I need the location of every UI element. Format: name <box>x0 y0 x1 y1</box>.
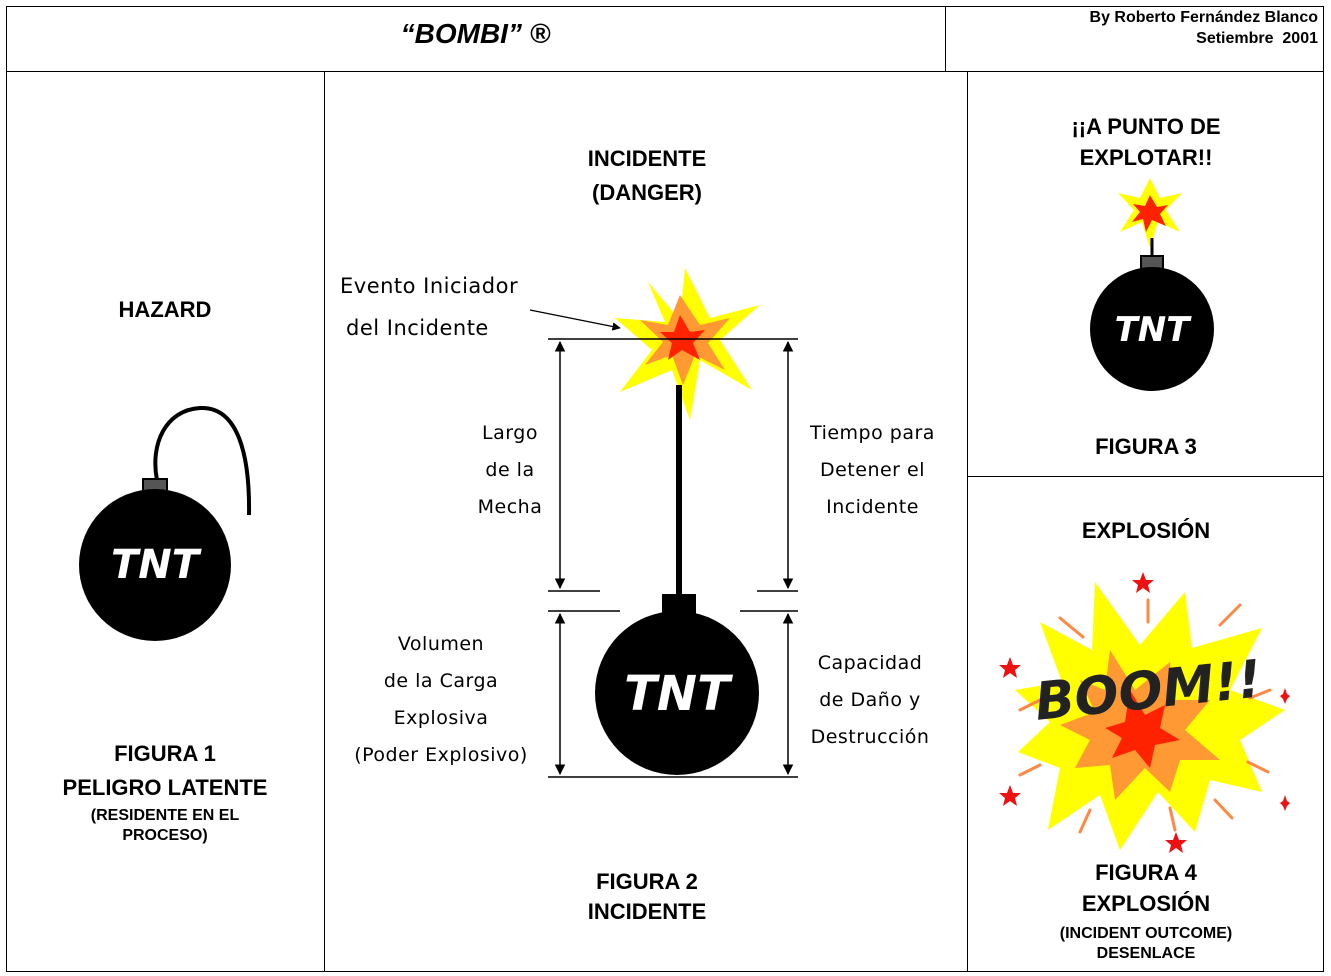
author-line: By Roberto Fernández Blanco <box>1089 9 1318 26</box>
fig1-heading: HAZARD <box>118 297 212 322</box>
charge-label-4: (Poder Explosivo) <box>354 744 528 766</box>
poster-title: “BOMBI” ® <box>400 18 551 49</box>
poster-frame <box>6 6 1324 972</box>
fuse-label-1: Largo <box>482 422 538 444</box>
bomb-label-fig1: TNT <box>111 542 202 588</box>
fig4-caption-title: FIGURA 4 <box>1095 860 1197 885</box>
right-column-divider <box>967 476 1324 477</box>
fig1-caption-note-2: PROCESO) <box>122 827 208 844</box>
header-column-divider <box>945 6 946 72</box>
charge-label-2: de la Carga <box>383 670 499 692</box>
fuse-label-2: de la <box>485 459 535 481</box>
date-line: Setiembre 2001 <box>1196 30 1318 47</box>
damage-label-1: Capacidad <box>817 652 923 674</box>
spark-icon <box>999 572 1290 853</box>
bomb-icon: TNT <box>595 594 759 775</box>
explosion-icon <box>1118 178 1182 248</box>
charge-label-3: Explosiva <box>393 707 489 729</box>
fig3-heading-1: ¡¡A PUNTO DE <box>1071 114 1221 139</box>
event-label-2: del Incidente <box>346 316 489 340</box>
fig2-caption-title: FIGURA 2 <box>596 869 698 894</box>
bomb-icon: TNT <box>1090 255 1214 391</box>
fig3-caption: FIGURA 3 <box>1095 434 1197 459</box>
bomb-label-fig2: TNT <box>624 666 733 722</box>
fig4-caption-note-2: DESENLACE <box>1096 945 1196 962</box>
time-label-2: Detener el <box>819 459 925 481</box>
fig1-caption-title: FIGURA 1 <box>114 741 216 766</box>
time-label-3: Incidente <box>826 496 919 518</box>
fig2-heading-1: INCIDENTE <box>587 146 707 171</box>
charge-label-1: Volumen <box>397 633 485 655</box>
column-divider-right <box>967 71 968 972</box>
fig3-heading-2: EXPLOTAR!! <box>1079 145 1213 170</box>
fig4-caption-note-1: (INCIDENT OUTCOME) <box>1059 925 1233 942</box>
fig2-heading-2: (DANGER) <box>592 180 702 205</box>
explosion-icon <box>615 268 760 420</box>
bomb-label-fig3: TNT <box>1115 310 1193 350</box>
event-label-1: Evento Iniciador <box>340 274 519 298</box>
fig4-caption-subtitle: EXPLOSIÓN <box>1081 891 1211 916</box>
column-divider-left <box>324 71 325 972</box>
fig1-caption-subtitle: PELIGRO LATENTE <box>62 775 268 800</box>
explosion-icon <box>1015 582 1285 850</box>
fig4-heading: EXPLOSIÓN <box>1081 518 1211 543</box>
time-label-1: Tiempo para <box>810 422 935 444</box>
fig1-caption-note-1: (RESIDENTE EN EL <box>90 807 240 824</box>
arrow-icon <box>529 309 621 331</box>
damage-label-3: Destrucción <box>810 726 930 748</box>
bomb-icon: TNT <box>79 405 252 641</box>
damage-label-2: de Daño y <box>819 689 921 711</box>
fuse-label-3: Mecha <box>477 496 543 518</box>
fig2-caption-subtitle: INCIDENTE <box>587 899 707 924</box>
header-divider <box>6 71 1324 72</box>
